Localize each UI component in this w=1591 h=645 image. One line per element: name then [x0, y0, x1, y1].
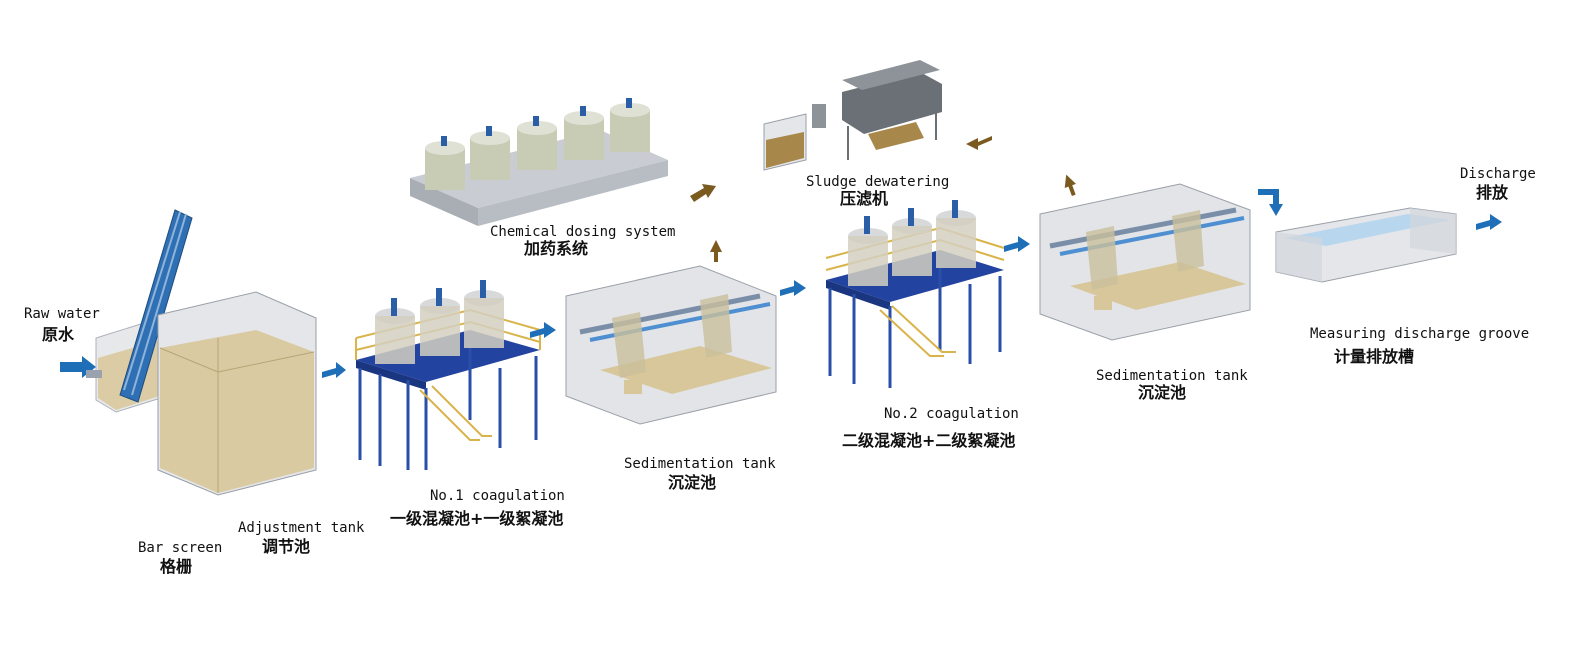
coagulation-1-label-zh: 一级混凝池+一级絮凝池 [390, 509, 563, 528]
measuring-groove-label-zh: 计量排放槽 [1334, 347, 1414, 366]
discharge-label: Discharge [1460, 166, 1536, 182]
chemical-dosing-system [410, 98, 668, 226]
chemical-arrow [690, 184, 716, 202]
bar-screen-label: Bar screen [138, 540, 222, 556]
sedimentation-2-label-zh: 沉淀池 [1138, 383, 1186, 402]
measuring-discharge-groove [1275, 207, 1457, 283]
chemical-dosing-label-zh: 加药系统 [523, 239, 588, 258]
discharge-label-zh: 排放 [1476, 183, 1509, 202]
flow-arrow-3 [780, 280, 806, 296]
raw-water-label: Raw water [24, 306, 100, 322]
sedimentation-1-label: Sedimentation tank [624, 456, 776, 472]
sludge-dewatering [763, 60, 942, 171]
chemical-dosing-label: Chemical dosing system [490, 224, 675, 240]
flow-arrow-1 [322, 362, 346, 378]
coagulation-2-platform [825, 200, 1005, 388]
sedimentation-1-label-zh: 沉淀池 [668, 473, 716, 492]
sludge-arrow-sed2 [1064, 174, 1076, 197]
flow-arrow-5 [1258, 189, 1283, 216]
coagulation-1-label: No.1 coagulation [430, 488, 565, 504]
coagulation-1-platform [355, 280, 541, 470]
sedimentation-tank-2 [1039, 183, 1251, 341]
flow-arrow-4 [1004, 236, 1030, 252]
sedimentation-tank-1 [565, 265, 777, 425]
sludge-dewatering-label-zh: 压滤机 [840, 189, 888, 208]
adjustment-tank-label: Adjustment tank [238, 520, 365, 536]
sludge-arrow-sed1 [710, 240, 722, 262]
flow-arrow-2 [530, 322, 556, 338]
coagulation-2-label: No.2 coagulation [884, 406, 1019, 422]
coagulation-2-tanks [848, 200, 976, 286]
adjustment-tank [157, 291, 317, 496]
coagulation-1-tanks [375, 280, 504, 364]
coagulation-2-label-zh: 二级混凝池+二级絮凝池 [842, 431, 1015, 450]
measuring-groove-label: Measuring discharge groove [1310, 326, 1529, 342]
raw-water-label-zh: 原水 [42, 325, 75, 344]
bar-screen-label-zh: 格栅 [160, 557, 192, 576]
sludge-dewatering-label: Sludge dewatering [806, 174, 949, 190]
sludge-arrow-dewatering [966, 136, 992, 150]
sedimentation-2-label: Sedimentation tank [1096, 368, 1248, 384]
discharge-arrow [1476, 214, 1502, 230]
adjustment-tank-label-zh: 调节池 [262, 537, 310, 556]
